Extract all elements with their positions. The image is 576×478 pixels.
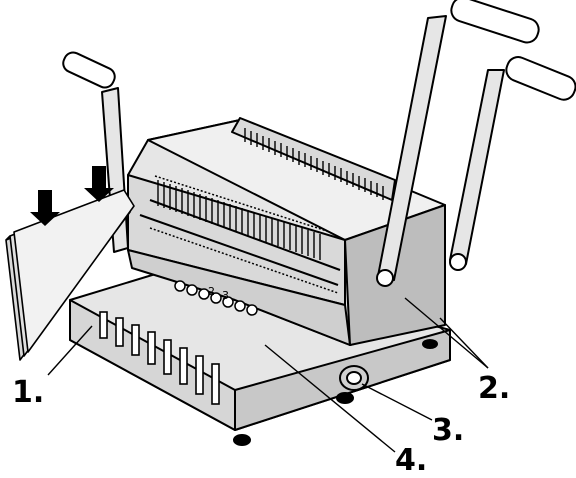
crank-handle-right-rear bbox=[376, 0, 540, 287]
down-arrow-icon bbox=[30, 190, 60, 226]
selector-knobs bbox=[174, 280, 258, 316]
callout-4: 4. bbox=[395, 443, 427, 478]
punch-slots bbox=[99, 311, 220, 405]
down-arrow-icon bbox=[84, 166, 114, 202]
panel-digit-3: 3 bbox=[222, 289, 229, 302]
margin-knob bbox=[339, 365, 369, 391]
callout-1: 1. bbox=[12, 375, 44, 410]
scale-strip bbox=[149, 175, 339, 294]
back-comb-fingers bbox=[244, 128, 384, 200]
paper-stack bbox=[5, 189, 135, 361]
leader-lines bbox=[47, 297, 489, 453]
front-comb-fingers bbox=[157, 180, 321, 260]
callout-2: 2. bbox=[478, 371, 510, 406]
crank-handle-right-front bbox=[449, 56, 576, 271]
callout-3: 3. bbox=[432, 413, 464, 448]
panel-digit-2: 2 bbox=[208, 285, 215, 298]
